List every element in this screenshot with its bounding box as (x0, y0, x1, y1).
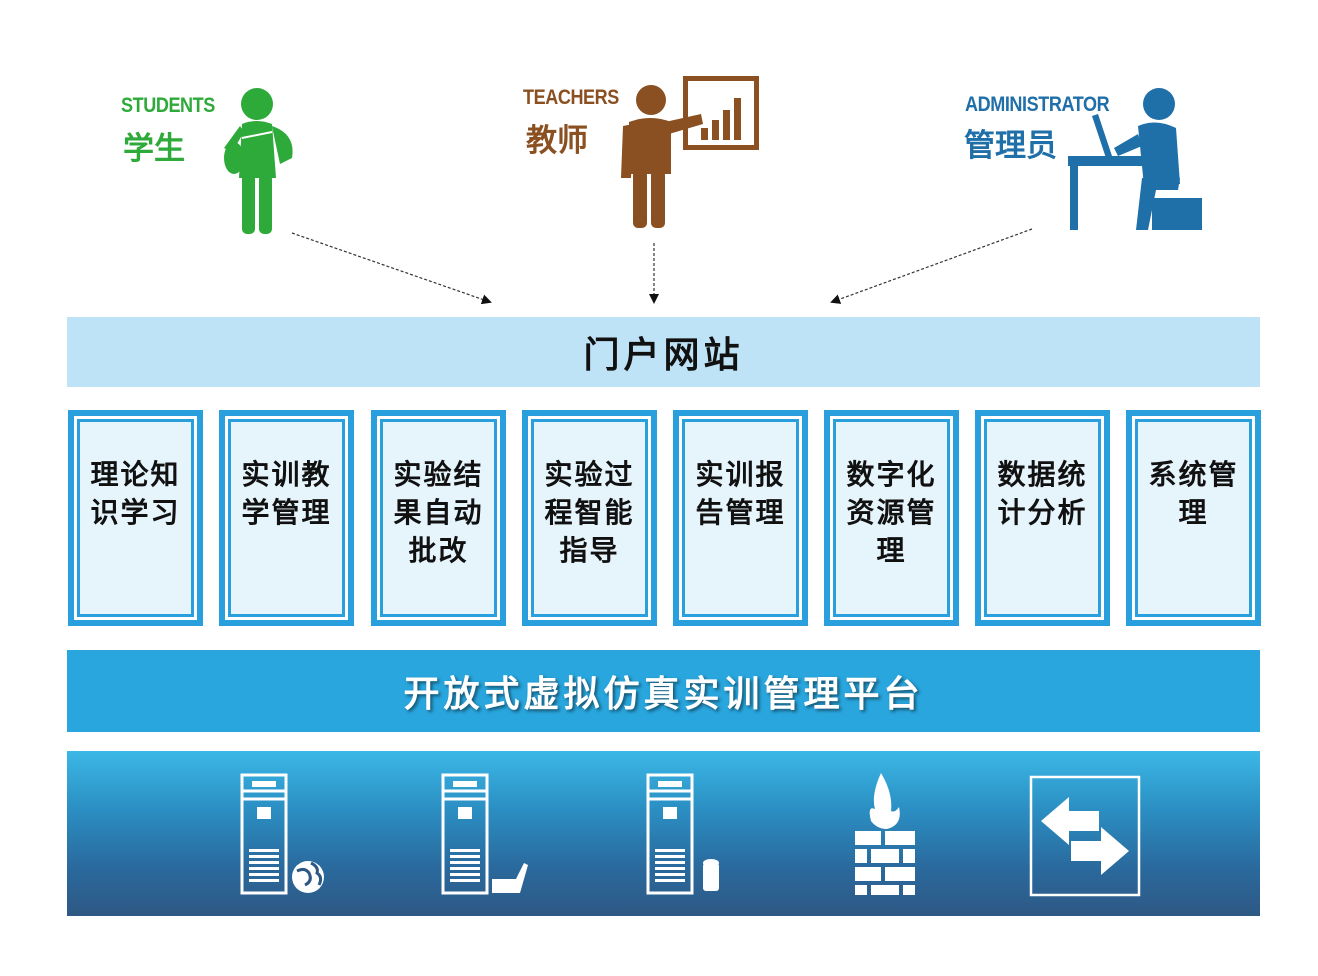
module-auto-grading[interactable]: 实验结果自动批改 (371, 410, 506, 626)
teacher-label-en: TEACHERS (523, 86, 619, 109)
platform-label: 开放式虚拟仿真实训管理平台 (403, 674, 924, 715)
module-data-statistics[interactable]: 数据统计分析 (975, 410, 1110, 626)
teacher-label-cn: 教师 (526, 123, 588, 159)
module-label: 数字化资源管理 (846, 458, 937, 567)
module-system-management[interactable]: 系统管理 (1126, 410, 1261, 626)
student-arrow (291, 232, 492, 305)
admin-arrow (830, 228, 1033, 304)
module-report-management[interactable]: 实训报告管理 (673, 410, 808, 626)
module-label: 数据统计分析 (997, 458, 1088, 529)
module-label: 理论知识学习 (90, 458, 181, 529)
student-label-cn: 学生 (123, 131, 185, 167)
module-label: 实训报告管理 (695, 458, 786, 529)
portal-label: 门户网站 (583, 335, 744, 376)
firewall-icon (855, 773, 915, 895)
student-label-en: STUDENTS (121, 94, 215, 117)
module-label: 实训教学管理 (241, 458, 332, 529)
admin-label-cn: 管理员 (964, 128, 1057, 164)
module-theory-learning[interactable]: 理论知识学习 (68, 410, 203, 626)
portal-bar: 门户网站 (67, 317, 1260, 387)
teacher-at-board-icon (621, 76, 759, 228)
module-digital-resources[interactable]: 数字化资源管理 (824, 410, 959, 626)
module-label: 实验结果自动批改 (393, 458, 484, 567)
server-with-laptop-icon (441, 773, 528, 895)
switch-icon (1029, 775, 1141, 897)
admin-at-computer-icon (1068, 88, 1202, 230)
platform-bar: 开放式虚拟仿真实训管理平台 (67, 650, 1260, 732)
module-training-teaching[interactable]: 实训教学管理 (219, 410, 354, 626)
student-with-backpack-icon (224, 88, 293, 234)
infrastructure-bar (67, 751, 1260, 916)
module-smart-guidance[interactable]: 实验过程智能指导 (522, 410, 657, 626)
admin-label-en: ADMINISTRATOR (965, 93, 1110, 116)
module-label: 系统管理 (1148, 458, 1239, 529)
module-label: 实验过程智能指导 (544, 458, 635, 567)
web-server-icon (240, 773, 324, 895)
database-server-icon (646, 773, 719, 895)
